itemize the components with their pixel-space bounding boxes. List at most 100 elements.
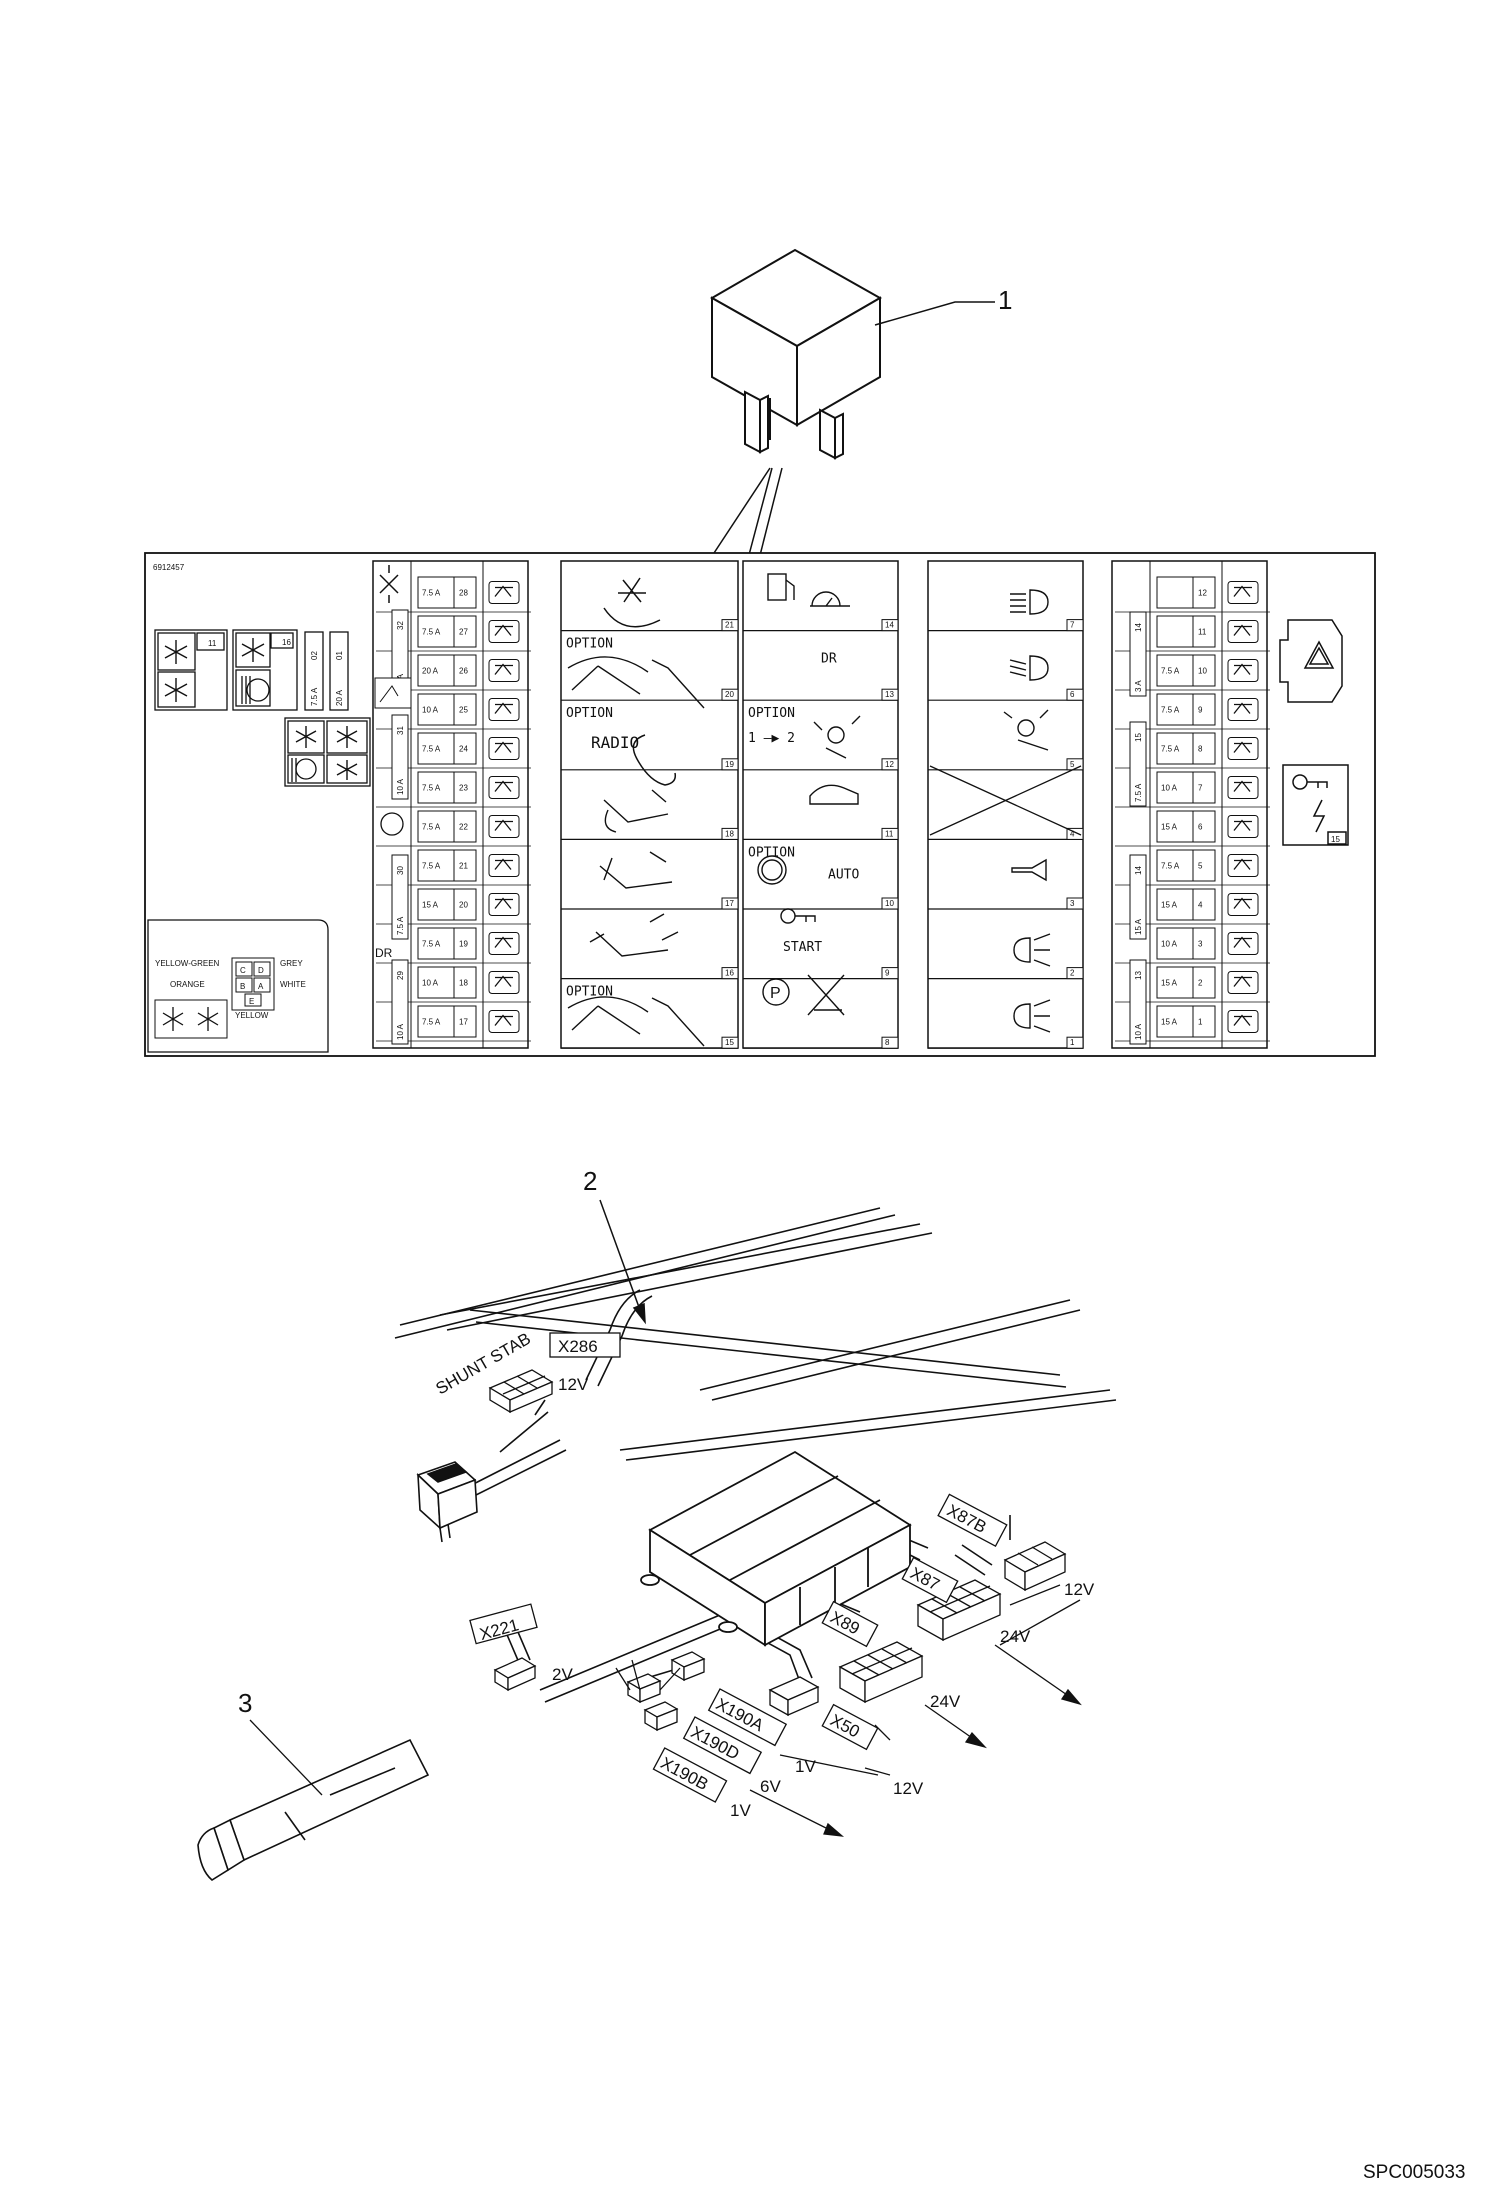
function-glyph: [1233, 702, 1252, 714]
relay-number: 30: [396, 866, 405, 875]
cell-number: 13: [885, 690, 894, 699]
fuse-slot: [417, 693, 477, 726]
fan-icon: [380, 812, 404, 836]
left-modules: [154, 629, 371, 787]
grease-tube-part-3[interactable]: [197, 1719, 430, 1881]
cell-label: AUTO: [828, 867, 859, 882]
hazard-module: [1279, 619, 1343, 703]
function-icon: [1227, 854, 1259, 877]
connector-x221: [493, 1657, 537, 1692]
connector-label-x286: X286: [558, 1337, 598, 1356]
function-icon: [488, 971, 520, 994]
cell-number: 4: [1070, 829, 1075, 838]
ecu-box[interactable]: [640, 1450, 912, 1647]
function-glyph: [494, 897, 513, 909]
rocker-switch[interactable]: [416, 1461, 478, 1543]
relay-number: 14: [1134, 623, 1143, 632]
fuse-number: 8: [1198, 745, 1203, 754]
function-icon: [488, 893, 520, 916]
connector-blocks[interactable]: [488, 1369, 1067, 1732]
fuse-number: 24: [459, 745, 468, 754]
mirror-adjust-icon: [567, 789, 705, 1047]
fuse-slot: [417, 810, 477, 843]
fuse-rating: 7.5 A: [1161, 706, 1180, 715]
function-glyph: [1233, 663, 1252, 675]
function-icon: [488, 698, 520, 721]
function-glyph: [494, 936, 513, 948]
fuse-slot: [1156, 654, 1216, 687]
function-icon: [1227, 737, 1259, 760]
fuse-rating: 7.5 A: [1161, 745, 1180, 754]
fuse-number: 28: [459, 589, 468, 598]
fuse-slot: [417, 966, 477, 999]
relay-rating: 7.5 A: [1134, 783, 1143, 802]
function-icon: [1227, 581, 1259, 604]
fuse-number: 12: [1198, 589, 1207, 598]
fuse-slot: [1156, 849, 1216, 882]
pin-label: E: [249, 997, 254, 1006]
relay-strip: [1129, 854, 1147, 940]
function-icon: [488, 854, 520, 877]
column-5-function-icons: [1227, 581, 1259, 1033]
callout-3: 3: [238, 1688, 252, 1718]
function-glyph: [494, 858, 513, 870]
connector-x87: [916, 1579, 1002, 1642]
cell-number: 12: [885, 760, 894, 769]
cell-number: 3: [1070, 899, 1075, 908]
connector-x89: [838, 1641, 924, 1704]
cell-number: 21: [725, 621, 734, 630]
fuse-rating: 15 A: [1161, 1018, 1178, 1027]
fuse-slot: [1156, 732, 1216, 765]
fuse-rating: 7.5 A: [422, 589, 441, 598]
voltage-label-x286: 12V: [558, 1375, 589, 1394]
fuse-number: 1: [1198, 1018, 1203, 1027]
fuse-number: 27: [459, 628, 468, 637]
relay-number: 14: [1134, 866, 1143, 875]
cell-number: 14: [885, 621, 894, 630]
cell-number-tag: [881, 827, 899, 840]
radio-icon: [632, 734, 677, 786]
function-icon: [488, 620, 520, 643]
cell-number-tag: [1066, 1036, 1084, 1049]
function-icon: [1227, 659, 1259, 682]
cell-number: 2: [1070, 969, 1075, 978]
cell-number: 20: [725, 690, 734, 699]
function-icon: [488, 776, 520, 799]
voltage-label-x89: 24V: [930, 1692, 961, 1711]
fuse-slot: [1156, 810, 1216, 843]
function-icon: [488, 737, 520, 760]
function-icon: [488, 581, 520, 604]
module-number: 16: [282, 638, 291, 647]
fuse-slot: [1156, 966, 1216, 999]
fuse-number: 9: [1198, 706, 1203, 715]
fuse-slot: [417, 654, 477, 687]
fuse-rating: 7.5 A: [1161, 862, 1180, 871]
function-icon: [1227, 893, 1259, 916]
cell-number: 6: [1070, 690, 1075, 699]
cell-number-tag: [721, 688, 739, 701]
function-glyph: [1233, 819, 1252, 831]
voltage-label-x50: 12V: [893, 1779, 924, 1798]
cell-number-tag: [881, 758, 899, 771]
fuse-number: 22: [459, 823, 468, 832]
fuse-slot: [417, 576, 477, 609]
voltage-label-x87b: 12V: [1064, 1580, 1095, 1599]
panel-part-number: 6912457: [153, 563, 185, 572]
connector-x286: [488, 1369, 554, 1414]
relay-part-1[interactable]: [709, 248, 995, 460]
fuse-rating: 10 A: [1161, 940, 1178, 949]
side-relay-module: [1282, 764, 1349, 846]
relay-rating: 10 A: [396, 1023, 405, 1040]
key-start-icon: [780, 908, 816, 924]
function-glyph: [494, 624, 513, 636]
function-glyph: [494, 663, 513, 675]
cell-number-tag: [721, 758, 739, 771]
fuse-rating: 7.5 A: [422, 823, 441, 832]
fuse-slot: [1156, 927, 1216, 960]
fuse-number: 20: [459, 901, 468, 910]
